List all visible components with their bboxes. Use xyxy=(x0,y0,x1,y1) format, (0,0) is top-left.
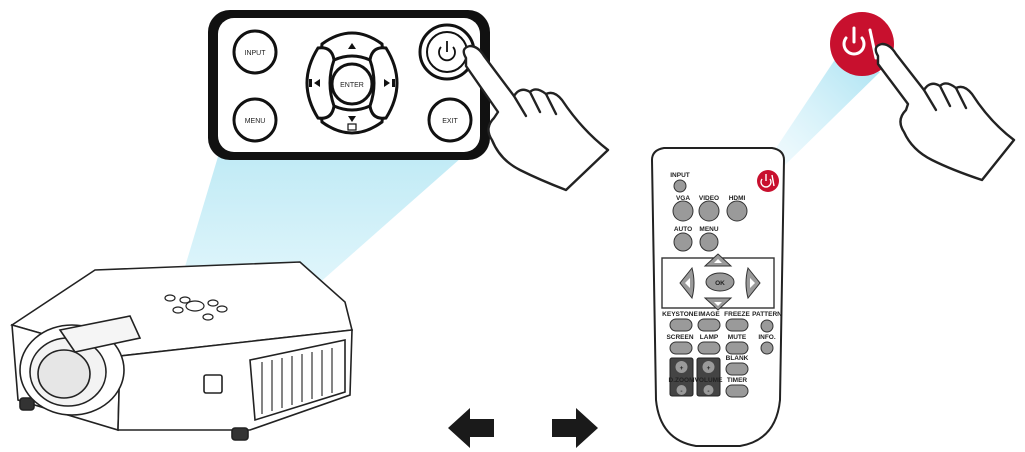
remote-screen-button[interactable] xyxy=(669,341,693,355)
svg-text:+: + xyxy=(707,365,711,372)
arrow-left-icon xyxy=(448,408,494,448)
remote-up-button[interactable] xyxy=(703,253,733,267)
power-icon xyxy=(438,41,456,62)
remote-info-button[interactable] xyxy=(760,341,774,355)
remote-info-label: INFO. xyxy=(758,334,776,341)
remote-image-button[interactable] xyxy=(697,318,721,332)
remote-menu-button[interactable] xyxy=(699,232,719,252)
remote-dzoom-label: D.ZOOM xyxy=(669,377,695,384)
pointing-hand-icon xyxy=(874,42,1016,182)
remote-timer-button[interactable] xyxy=(725,384,749,398)
remote-mute-button[interactable] xyxy=(725,341,749,355)
remote-hdmi-button[interactable] xyxy=(726,200,748,222)
svg-text:-: - xyxy=(707,388,709,395)
keystone-icon xyxy=(347,123,357,131)
remote-input-label: INPUT xyxy=(670,172,690,179)
remote-keystone-label: KEYSTONE xyxy=(662,311,698,318)
remote-image-label: IMAGE xyxy=(698,311,720,318)
remote-video-label: VIDEO xyxy=(699,195,719,202)
panel-input-button[interactable]: INPUT xyxy=(232,29,278,75)
remote-ok-label: OK xyxy=(715,280,725,287)
panel-enter-button[interactable]: ENTER xyxy=(330,62,374,106)
svg-text:+: + xyxy=(680,365,684,372)
remote-power-button[interactable] xyxy=(757,170,779,192)
remote-screen-label: SCREEN xyxy=(666,334,693,341)
remote-vga-label: VGA xyxy=(676,195,690,202)
projector xyxy=(10,261,353,441)
remote-timer-label: TIMER xyxy=(727,377,748,384)
arrow-right-icon xyxy=(552,408,598,448)
remote-left-button[interactable] xyxy=(679,266,695,300)
left-triangle-icon xyxy=(314,79,320,87)
remote-ok-button[interactable]: OK xyxy=(705,272,735,292)
remote-vga-button[interactable] xyxy=(672,200,694,222)
panel-left-button[interactable] xyxy=(305,46,336,120)
remote-keystone-button[interactable] xyxy=(669,318,693,332)
remote-dzoom-rocker[interactable]: + D.ZOOM - xyxy=(669,357,695,397)
remote-down-button[interactable] xyxy=(703,297,733,311)
panel-right-button[interactable] xyxy=(368,46,399,120)
panel-exit-button[interactable]: EXIT xyxy=(427,97,473,143)
remote-lamp-button[interactable] xyxy=(697,341,721,355)
up-triangle-icon xyxy=(348,43,356,49)
remote-pattern-button[interactable] xyxy=(760,319,774,333)
down-triangle-icon xyxy=(348,116,356,122)
remote-auto-label: AUTO xyxy=(674,226,692,233)
remote-volume-label: VOLUME xyxy=(695,377,723,384)
power-icon xyxy=(842,26,878,60)
right-triangle-icon xyxy=(384,79,390,87)
remote-hdmi-label: HDMI xyxy=(729,195,746,202)
remote-menu-label: MENU xyxy=(699,226,718,233)
remote-mute-label: MUTE xyxy=(728,334,747,341)
remote-auto-button[interactable] xyxy=(673,232,693,252)
panel-input-label: INPUT xyxy=(245,50,267,57)
pointing-hand-icon xyxy=(462,44,610,192)
remote-right-button[interactable] xyxy=(745,266,761,300)
panel-menu-button[interactable]: MENU xyxy=(232,97,278,143)
panel-enter-label: ENTER xyxy=(340,82,364,89)
panel-exit-label: EXIT xyxy=(442,118,458,125)
remote-volume-rocker[interactable]: + VOLUME - xyxy=(695,357,723,397)
remote-video-button[interactable] xyxy=(698,200,720,222)
remote-freeze-label: FREEZE xyxy=(724,311,750,318)
projector-panel-beam xyxy=(175,150,470,300)
remote-input-button[interactable] xyxy=(673,179,687,193)
remote-signal-beam xyxy=(768,55,880,165)
svg-text:-: - xyxy=(680,388,682,395)
remote-blank-label: BLANK xyxy=(726,355,749,362)
remote-freeze-button[interactable] xyxy=(725,318,749,332)
panel-menu-label: MENU xyxy=(245,118,266,125)
power-icon xyxy=(760,174,775,188)
remote-lamp-label: LAMP xyxy=(700,334,719,341)
remote-pattern-label: PATTERN xyxy=(752,311,782,318)
remote-blank-button[interactable] xyxy=(725,362,749,376)
